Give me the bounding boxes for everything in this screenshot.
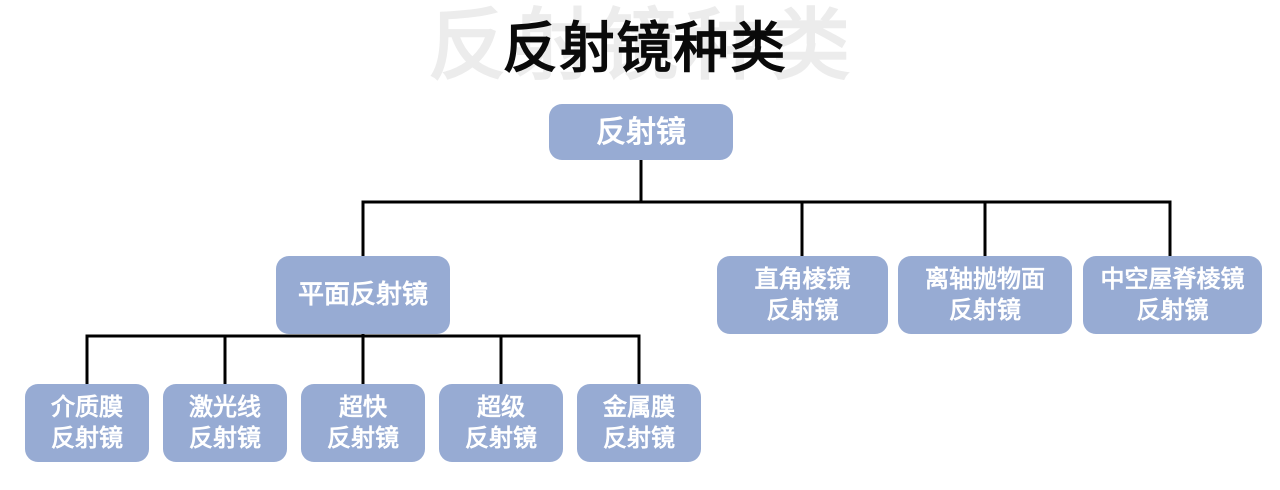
node-dielectric-film-mirror: 介质膜 反射镜 xyxy=(25,384,149,462)
node-ultrafast-mirror: 超快 反射镜 xyxy=(301,384,425,462)
node-laser-line-mirror: 激光线 反射镜 xyxy=(163,384,287,462)
node-label-line2: 反射镜 xyxy=(51,425,123,452)
node-label-line1: 直角棱镜 xyxy=(754,265,851,293)
node-root-mirror: 反射镜 xyxy=(549,104,733,160)
node-label-line1: 超级 xyxy=(477,393,525,421)
node-label-line1: 离轴抛物面 xyxy=(925,265,1045,293)
node-metallic-film-mirror: 金属膜 反射镜 xyxy=(577,384,701,462)
node-label-line1: 激光线 xyxy=(189,393,261,421)
node-right-angle-prism-mirror: 直角棱镜 反射镜 xyxy=(717,256,888,334)
node-label-line2: 反射镜 xyxy=(327,425,399,452)
node-label-line1: 中空屋脊棱镜 xyxy=(1100,265,1245,293)
node-label-line1: 介质膜 xyxy=(51,393,123,421)
node-label-line1: 金属膜 xyxy=(603,393,675,421)
node-label-line1: 超快 xyxy=(339,393,387,421)
node-label-line2: 反射镜 xyxy=(603,425,675,452)
node-label-line2: 反射镜 xyxy=(189,425,261,452)
node-label: 平面反射镜 xyxy=(297,279,428,310)
node-label-line2: 反射镜 xyxy=(766,297,839,324)
title-watermark: 反射镜种类 xyxy=(427,1,859,89)
node-label-line2: 反射镜 xyxy=(465,425,537,452)
node-super-mirror: 超级 反射镜 xyxy=(439,384,563,462)
node-label: 反射镜 xyxy=(596,115,686,149)
node-plane-mirror: 平面反射镜 xyxy=(276,256,450,334)
node-off-axis-parabolic-mirror: 离轴抛物面 反射镜 xyxy=(898,256,1072,334)
node-label-line2: 反射镜 xyxy=(1136,297,1209,324)
node-hollow-roof-prism-mirror: 中空屋脊棱镜 反射镜 xyxy=(1083,256,1262,334)
page-title: 反射镜种类 xyxy=(502,17,788,79)
node-label-line2: 反射镜 xyxy=(949,297,1021,324)
